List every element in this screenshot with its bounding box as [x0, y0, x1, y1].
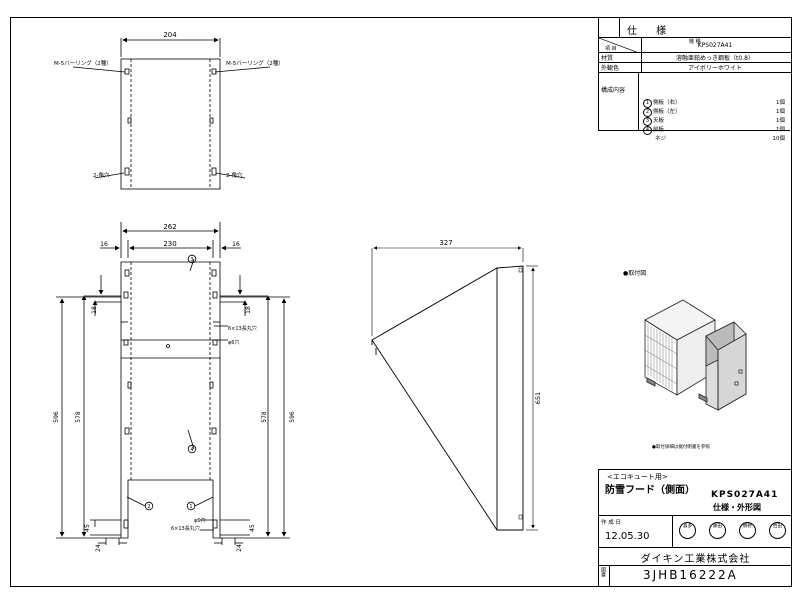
- top-view: [72, 37, 271, 190]
- width-24-right: 24: [236, 544, 243, 552]
- spec-table: 仕 様 項 目 機 種 KPS027A41 材質 溶融亜鉛めっき鋼板（t0.8）…: [598, 18, 791, 142]
- height-578-left: 578: [75, 411, 82, 423]
- date-label: 作 成 日: [601, 520, 621, 526]
- spec-header-row: 項 目 機 種 KPS027A41: [599, 38, 791, 53]
- side-view: [371, 246, 538, 531]
- height-45-right: 45: [249, 524, 256, 532]
- install-figure-label: ●取付図: [623, 269, 646, 277]
- installation-illustration: [644, 299, 747, 411]
- bearing-left-label: M-5バーリング（2種）: [54, 59, 112, 67]
- edge-right-dim: 16: [232, 241, 240, 248]
- spec-title: 仕 様: [627, 26, 675, 37]
- stamp-2: 藤田: [709, 522, 726, 539]
- hole-left-label: 2-角穴: [93, 171, 110, 179]
- header-model: 機 種: [689, 39, 701, 45]
- height-18-left: 18: [91, 306, 98, 314]
- side-depth-dim: 327: [439, 239, 452, 247]
- title-model: KPS027A41: [711, 490, 779, 500]
- header-item: 項 目: [605, 46, 617, 52]
- hole-bottom-label: φ6穴: [194, 517, 205, 524]
- part-3-marker: 3: [190, 257, 193, 263]
- stamp-1: 喜多: [679, 522, 696, 539]
- title-block: <エコキュート用> 防雪フード（側面） KPS027A41 仕様・外形図 作 成…: [598, 469, 792, 587]
- spec-row-material: 材質 溶融亜鉛めっき鋼板（t0.8）: [599, 53, 791, 63]
- spec-model: KPS027A41: [697, 41, 733, 49]
- part-1-marker: 1: [189, 504, 192, 510]
- title-use: <エコキュート用>: [607, 473, 668, 481]
- stamp-3: 鶴野: [739, 522, 756, 539]
- stamp-4: 西田: [769, 522, 786, 539]
- title-name: 防雪フード（側面）: [605, 485, 695, 496]
- slot-top-label: 6×13長丸穴: [228, 325, 257, 332]
- slot-bottom-label: 6×13長丸穴: [171, 525, 200, 532]
- install-note: ●取付詳細は据付明書を参照: [652, 443, 710, 450]
- edge-left-dim: 16: [100, 241, 108, 248]
- bearing-right-label: M-5バーリング（2種）: [226, 59, 284, 67]
- height-596-right: 596: [289, 411, 296, 423]
- hole-right-label: 2-角穴: [226, 171, 243, 179]
- drawing-no-label: 図番: [600, 567, 606, 577]
- spec-row-color: 外観色 アイボリーホワイト: [599, 63, 791, 73]
- title-doc-type: 仕様・外形図: [713, 503, 761, 512]
- height-18-right: 18: [245, 306, 252, 314]
- date-value: 12.05.30: [605, 531, 650, 542]
- part-2-marker: 2: [147, 504, 150, 510]
- side-height-dim: 651: [534, 392, 542, 404]
- height-45-left: 45: [84, 524, 91, 532]
- front-view: [56, 222, 290, 545]
- drawing-number: 3JHB16222A: [643, 568, 738, 582]
- overall-width-dim: 262: [163, 223, 176, 231]
- part-4-marker: 4: [190, 447, 193, 453]
- height-596-left: 596: [53, 411, 60, 423]
- width-24-left: 24: [95, 544, 102, 552]
- company-name: ダイキン工業株式会社: [640, 554, 751, 565]
- hole-top-label: φ6穴: [228, 339, 239, 346]
- height-578-right: 578: [261, 411, 268, 423]
- inner-width-dim: 230: [163, 240, 176, 248]
- composition-label: 構成内容: [601, 87, 626, 94]
- top-width-dim: 204: [163, 31, 177, 39]
- drawing-frame: [10, 17, 792, 587]
